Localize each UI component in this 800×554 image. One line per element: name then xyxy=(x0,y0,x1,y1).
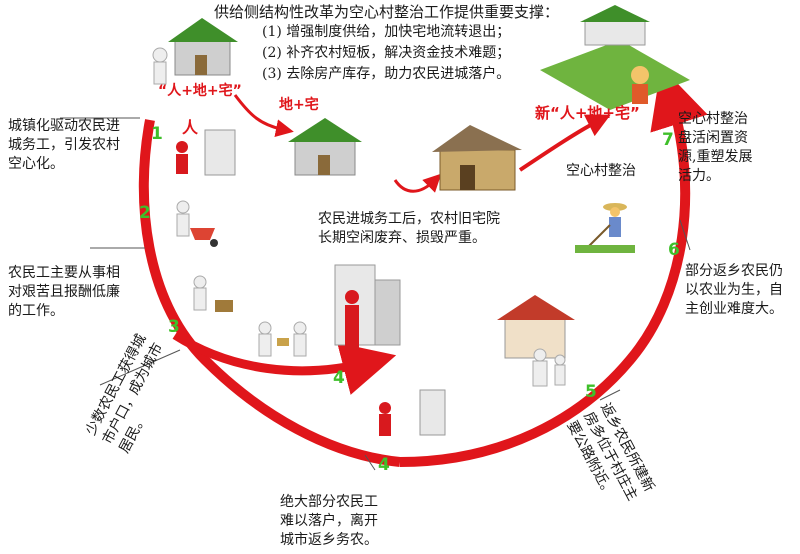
label-new-ren-di-zhai: 新“人+地+宅” xyxy=(535,104,640,122)
note-1: 城镇化驱动农民进 城务工，引发农村 空心化。 xyxy=(8,118,120,172)
cycle-arrow-left xyxy=(138,119,401,467)
step-number-5: 5 xyxy=(585,382,597,402)
cycle-arrow-right xyxy=(399,66,708,467)
header-point-2: (2) 补齐农村短板，解决资金技术难题； xyxy=(262,45,511,61)
note-4: 绝大部分农民工 难以落户，离开 城市返乡务农。 xyxy=(280,494,378,548)
arrow-house-to-dizhai xyxy=(233,94,294,138)
label-di-zhai: 地+宅 xyxy=(279,97,319,113)
house-icon xyxy=(168,18,238,76)
arrow-ruin-to-new xyxy=(518,114,611,172)
step-number-4-city: 4 xyxy=(333,368,345,388)
worker-red-icon xyxy=(176,129,236,176)
step-number-2: 2 xyxy=(139,203,151,223)
header-point-3: (3) 去除房产库存，助力农民进城落户。 xyxy=(262,66,511,82)
note-7: 空心村整治 盘活闲置资 源,重塑发展 活力。 xyxy=(678,111,753,184)
branch-arrow-city xyxy=(172,331,397,395)
header-title: 供给侧结构性改革为空心村整治工作提供重要支撑： xyxy=(214,3,560,21)
label-ren-di-zhai: “人+地+宅” xyxy=(158,83,242,99)
step-number-6: 6 xyxy=(668,240,680,260)
person-icon xyxy=(152,47,168,85)
village-icon xyxy=(540,5,690,110)
house-dizhai-icon xyxy=(288,118,362,176)
label-hollow-village: 空心村整治 xyxy=(566,163,636,179)
arrow-dizhai-to-ruin xyxy=(393,173,442,193)
worker-wheelbarrow-icon xyxy=(176,200,218,247)
step-number-4-return: 4 xyxy=(378,455,390,475)
money-exchange-icon xyxy=(258,321,307,357)
ruined-house-icon xyxy=(432,125,522,191)
label-ren: 人 xyxy=(182,118,199,137)
note-6: 部分返乡农民仍 以农业为生，自 主创业难度大。 xyxy=(685,263,783,317)
city-buildings-icon xyxy=(334,264,401,350)
returning-worker-icon xyxy=(379,389,446,436)
step-number-3: 3 xyxy=(168,317,180,337)
family-house-icon xyxy=(497,295,575,387)
note-2: 农民工主要从事相 对艰苦且报酬低廉 的工作。 xyxy=(8,265,120,319)
center-note: 农民进城务工后，农村旧宅院 长期空闲废弃、损毁严重。 xyxy=(318,211,500,246)
header-point-1: (1) 增强制度供给，加快宅地流转退出； xyxy=(262,24,511,40)
farmer-icon xyxy=(575,203,635,253)
carrying-figures-icon xyxy=(193,275,233,312)
leader-lines xyxy=(60,117,691,471)
step-number-1: 1 xyxy=(151,124,163,144)
step-number-7: 7 xyxy=(662,130,674,150)
